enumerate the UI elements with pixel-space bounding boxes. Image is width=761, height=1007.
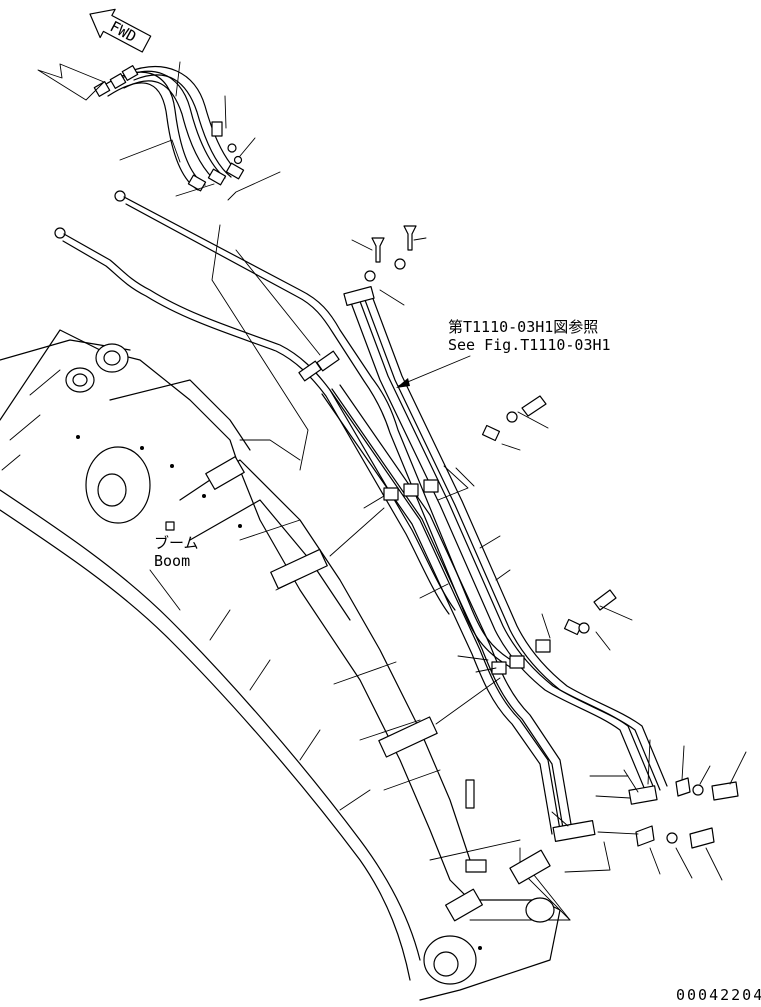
reference-note-jp: 第T1110-03H1図参照 [448, 318, 598, 336]
upper-hose-assembly [37, 61, 281, 201]
reference-note-en: See Fig.T1110-03H1 [448, 336, 611, 354]
boom-structure [0, 329, 561, 1001]
reference-arrowhead-icon [396, 378, 410, 388]
boom-label-jp: ブーム [154, 534, 199, 552]
pipe-bundle [321, 225, 668, 835]
fwd-arrow-icon: FWD [89, 8, 152, 53]
reference-arrow [397, 355, 471, 387]
boom-label-en: Boom [154, 552, 190, 570]
long-pipes [54, 190, 521, 669]
lower-connectors [469, 739, 747, 921]
drawing-number: 00042204 [676, 986, 761, 1004]
